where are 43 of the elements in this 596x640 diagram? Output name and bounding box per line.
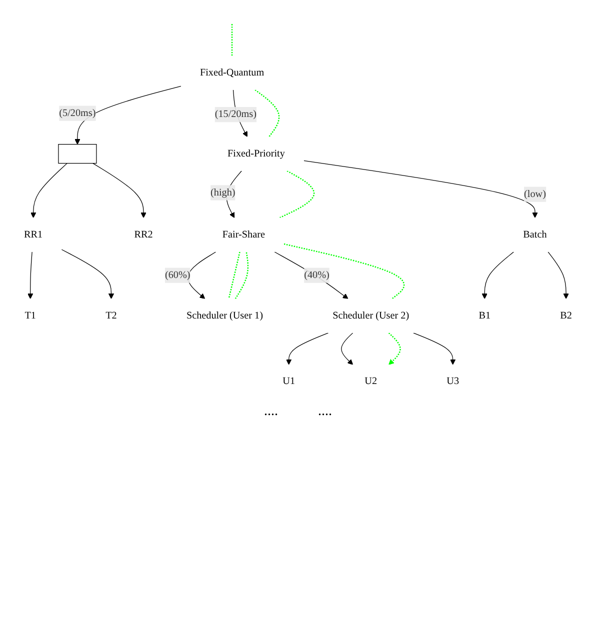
edge-label: (low) — [524, 188, 546, 200]
node-text: Batch — [523, 229, 547, 240]
node-text: Scheduler (User 2) — [332, 310, 410, 321]
edge-label: (5/20ms) — [59, 108, 96, 118]
connector — [280, 170, 315, 218]
arrow — [548, 252, 569, 299]
arrow — [304, 160, 538, 218]
arrow — [30, 162, 68, 218]
node-text: U2 — [364, 376, 378, 387]
arrow — [74, 86, 182, 145]
node-box — [58, 144, 97, 164]
arrow — [482, 252, 514, 299]
node-text: Fixed-Priority — [228, 148, 285, 159]
node-text: T1 — [24, 310, 36, 321]
arrow — [274, 252, 348, 299]
connector — [284, 243, 405, 300]
ellipsis-note: .... — [264, 404, 278, 420]
arrow — [413, 332, 456, 365]
arrow — [28, 252, 34, 299]
arrow — [92, 162, 146, 218]
node-text: B2 — [560, 310, 572, 321]
connector — [231, 24, 233, 56]
node-text: RR2 — [134, 229, 153, 240]
edge-label: (15/20ms) — [214, 108, 256, 120]
connector — [254, 89, 280, 138]
arrow — [341, 332, 354, 365]
node-text: Fair-Share — [222, 229, 265, 240]
node-text: Scheduler (User 1) — [186, 310, 263, 321]
node-text: U3 — [446, 376, 460, 387]
node-text: Fixed-Quantum — [200, 67, 264, 78]
node-text: U1 — [282, 376, 296, 387]
edge-label: (high) — [210, 187, 236, 198]
node-text: T2 — [106, 310, 117, 321]
node-text: RR1 — [24, 229, 43, 240]
edge-label: (40%) — [304, 270, 330, 280]
connector — [234, 252, 249, 300]
arrow — [286, 332, 329, 365]
arrow — [61, 249, 114, 299]
ellipsis-note: .... — [318, 404, 332, 420]
arrow — [388, 332, 401, 365]
edge-label: (60%) — [164, 270, 190, 280]
node-text: B1 — [478, 310, 491, 321]
connector — [228, 252, 240, 299]
